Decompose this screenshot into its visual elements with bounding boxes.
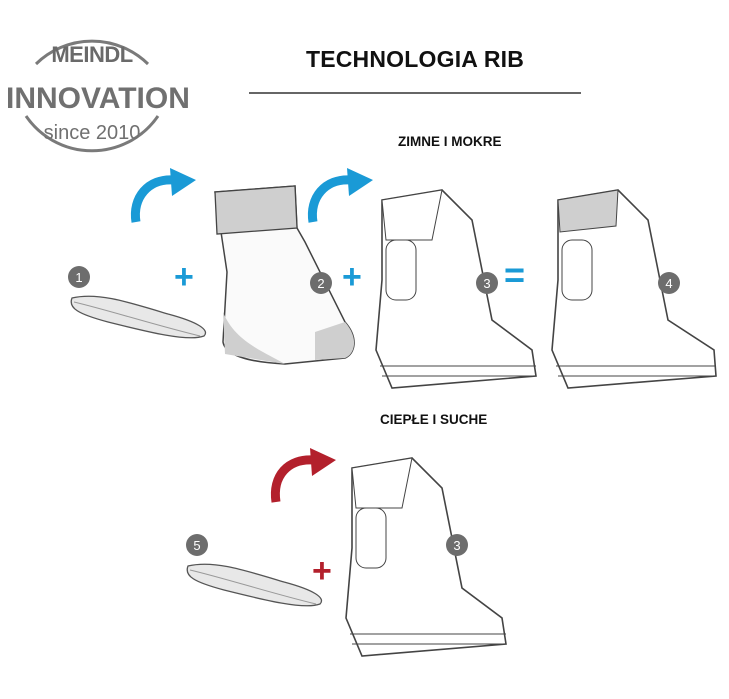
- title-divider: [249, 92, 581, 94]
- curved-arrow-icon: [305, 168, 375, 224]
- plus-icon: +: [312, 552, 332, 590]
- curved-arrow-icon: [128, 168, 198, 224]
- curved-arrow-icon: [268, 446, 338, 504]
- meindl-innovation-logo: MEINDL INNOVATION since 2010: [6, 6, 190, 178]
- step-badge: 5: [186, 534, 208, 556]
- plus-icon: +: [342, 258, 362, 296]
- plus-icon: +: [174, 258, 194, 296]
- logo-brand: MEINDL: [51, 42, 133, 67]
- page-title: TECHNOLOGIA RIB: [305, 46, 525, 72]
- step-badge: 3: [446, 534, 468, 556]
- step-badge: 1: [68, 266, 90, 288]
- insole-illustration: [68, 292, 212, 342]
- step-badge: 3: [476, 272, 498, 294]
- insole-illustration: [184, 560, 328, 610]
- step-badge: 2: [310, 272, 332, 294]
- logo-tagline: INNOVATION: [6, 82, 190, 115]
- section-label-warm-dry: CIEPŁE I SUCHE: [380, 412, 488, 427]
- section-label-cold-wet: ZIMNE I MOKRE: [398, 134, 502, 149]
- boot-illustration: [342, 448, 508, 668]
- boot-with-liner-illustration: [548, 180, 720, 400]
- equals-icon: =: [504, 254, 526, 295]
- boot-illustration: [372, 180, 538, 400]
- logo-since: since 2010: [43, 122, 141, 144]
- liner-sock-illustration: [205, 182, 365, 368]
- step-badge: 4: [658, 272, 680, 294]
